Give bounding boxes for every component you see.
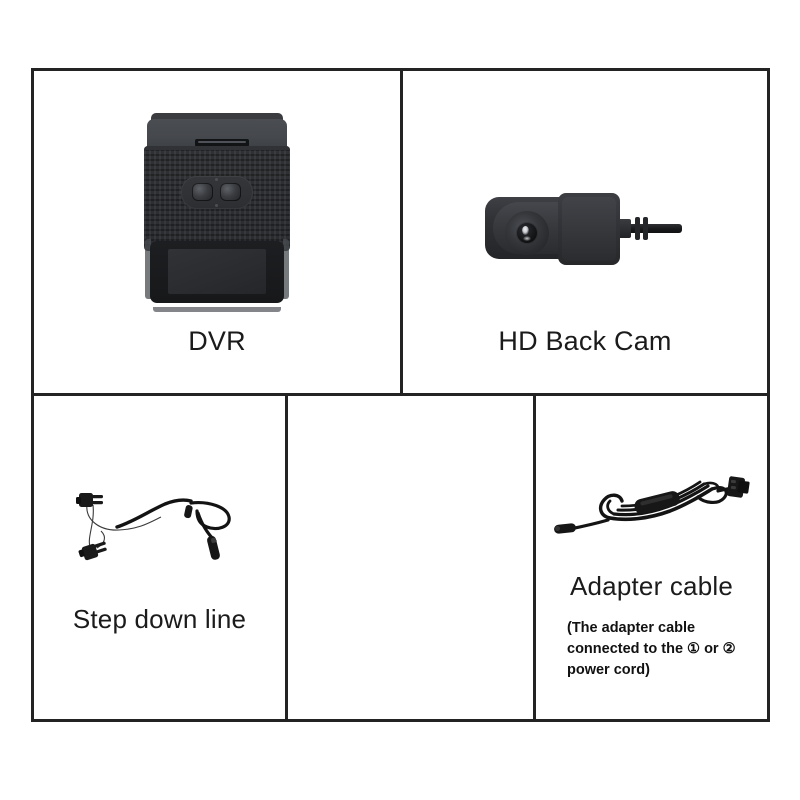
step-down-harness-drawing	[76, 493, 231, 561]
fuse-tap-lower	[78, 541, 107, 561]
dvr-lens-right-icon	[220, 183, 241, 201]
back-cam-strain-relief-a	[635, 217, 640, 240]
dvr-illustration	[34, 113, 400, 312]
dvr-top-panel	[147, 119, 287, 149]
sd-card-slot-icon	[195, 139, 249, 147]
back-cam-strain-relief-b	[643, 217, 648, 240]
inline-adapter-module	[633, 491, 680, 514]
back-cam-mount-bracket	[558, 193, 620, 265]
dvr-vented-body	[144, 146, 290, 251]
cell-label-step-down-line: Step down line	[72, 604, 247, 634]
dvr-lens-left-icon	[192, 183, 213, 201]
step-down-line-illustration	[34, 481, 285, 566]
back-cam-lens-ring	[505, 211, 549, 255]
back-cam-cable-connector	[618, 219, 631, 238]
back-cam-lens-icon	[516, 222, 538, 244]
divider-top-row	[400, 68, 403, 396]
cell-hd-back-cam: HD Back Cam	[403, 71, 767, 393]
adapter-cable-illustration	[536, 471, 767, 543]
dvr-indicator-dot-bottom	[215, 204, 218, 207]
border-bottom	[31, 719, 770, 722]
divider-bottom-right	[533, 393, 536, 722]
dvr-side-right	[283, 239, 289, 299]
dvr-display-screen	[168, 249, 266, 294]
fuse-tap-upper	[76, 493, 103, 507]
usb-plug-icon	[726, 476, 750, 498]
back-cam-bracket-face	[562, 197, 616, 261]
cell-adapter-cable: Adapter cable (The adapter cable connect…	[536, 396, 767, 719]
adapter-cable-note: (The adapter cable connected to the ① or…	[567, 620, 736, 679]
grid-frame: DVR	[31, 68, 770, 722]
cell-label-hd-back-cam: HD Back Cam	[498, 326, 672, 356]
dvr-screen-bezel	[150, 241, 284, 303]
border-left	[31, 68, 34, 722]
inline-connector	[207, 535, 220, 560]
small-barrel-connector	[553, 523, 576, 534]
divider-bottom-left	[285, 393, 288, 722]
cell-label-adapter-cable: Adapter cable	[569, 571, 734, 601]
adapter-cable-drawing	[553, 476, 750, 534]
dvr-lens-housing	[181, 176, 253, 209]
cell-blank	[288, 396, 533, 719]
cell-step-down-line: Step down line	[34, 396, 285, 719]
lens-highlight	[522, 226, 529, 235]
dvr-base-edge	[153, 307, 281, 312]
cell-label-dvr: DVR	[188, 326, 246, 356]
dvr-top-edge	[151, 113, 283, 122]
border-right	[767, 68, 770, 722]
dvr-indicator-dot-top	[215, 178, 218, 181]
back-cam-illustration	[403, 193, 767, 265]
cable-clip	[184, 505, 193, 519]
dvr-side-left	[145, 239, 151, 299]
lens-highlight-secondary	[523, 236, 531, 241]
cell-dvr: DVR	[34, 71, 400, 393]
back-cam-cable	[616, 224, 682, 233]
